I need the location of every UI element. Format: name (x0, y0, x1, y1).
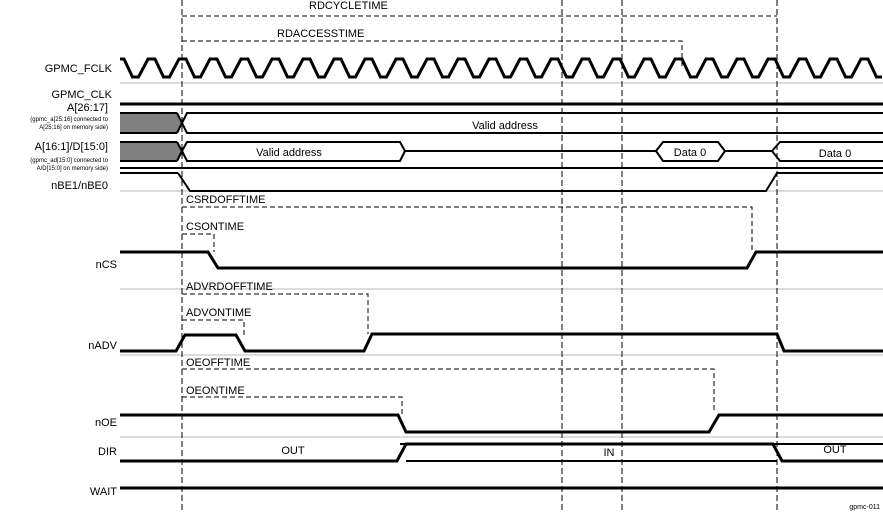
gpmc-clk-label: GPMC_CLK (51, 89, 112, 101)
csrdofftime-bracket: CSRDOFFTIME (182, 194, 753, 250)
nbe-waveform (120, 167, 883, 192)
a-26-17-note-2: A[25:16] on memory side) (39, 125, 108, 131)
nadv-label: nADV (88, 340, 117, 352)
a-16-1-data0-second: Data 0 (819, 148, 851, 160)
advrdofftime-label: ADVRDOFFTIME (186, 281, 273, 293)
signal-labels: GPMC_FCLK GPMC_CLK A[26:17] (gpmc_a[25:1… (30, 63, 117, 498)
csontime-label: CSONTIME (186, 221, 244, 233)
noe-waveform (120, 413, 883, 434)
noe-label: nOE (95, 417, 117, 429)
a-16-1-unknown-fill (120, 142, 182, 161)
wait-label: WAIT (90, 486, 117, 498)
figure-id: gpmc-011 (849, 504, 880, 511)
nadv-waveform (120, 332, 883, 353)
row-separators (120, 82, 883, 438)
reference-lines (181, 0, 778, 512)
dir-label: DIR (98, 446, 117, 458)
nbe-label: nBE1/nBE0 (51, 180, 108, 192)
advrdofftime-bracket: ADVRDOFFTIME (182, 281, 369, 334)
gpmc-fclk-label: GPMC_FCLK (45, 63, 113, 75)
gpmc-fclk-waveform (120, 57, 882, 79)
oeontime-bracket: OEONTIME (182, 385, 403, 415)
a-26-17-label: A[26:17] (67, 102, 108, 114)
a-26-17-note-1: (gpmc_a[25:16] connected to (30, 117, 108, 123)
a-16-1-data0-first: Data 0 (674, 147, 706, 159)
csrdofftime-label: CSRDOFFTIME (186, 194, 265, 206)
oeofftime-label: OEOFFTIME (186, 357, 250, 369)
a-16-1-valid-address: Valid address (256, 147, 322, 159)
csontime-bracket: CSONTIME (182, 221, 244, 252)
rdcycletime-label: RDCYCLETIME (309, 0, 388, 12)
a-16-1-label: A[16:1]/D[15:0] (35, 141, 108, 153)
rdaccesstime-bracket: RDACCESSTIME (182, 28, 683, 68)
a-16-1-bus: Valid address Data 0 Data 0 (120, 141, 883, 162)
a-16-1-note-2: A/D[15:0] on memory side) (37, 166, 108, 172)
advontime-label: ADVONTIME (186, 307, 251, 319)
dir-out-second: OUT (823, 444, 847, 456)
ncs-waveform (120, 250, 883, 270)
rdcycletime-bracket: RDCYCLETIME (182, 0, 777, 17)
a-26-17-valid-address: Valid address (472, 120, 538, 132)
a-16-1-note-1: (gpmc_ad[15:0] connected to (30, 158, 108, 164)
oeontime-label: OEONTIME (186, 385, 245, 397)
rdaccesstime-label: RDACCESSTIME (277, 28, 364, 40)
a-26-17-bus: Valid address (120, 112, 883, 134)
oeofftime-bracket: OEOFFTIME (182, 357, 715, 413)
dir-waveform: OUT IN OUT (120, 442, 883, 463)
advontime-bracket: ADVONTIME (182, 307, 251, 335)
dir-out-first: OUT (281, 445, 305, 457)
a-26-17-unknown-fill (120, 113, 182, 133)
ncs-label: nCS (96, 259, 117, 271)
dir-in: IN (604, 447, 615, 459)
